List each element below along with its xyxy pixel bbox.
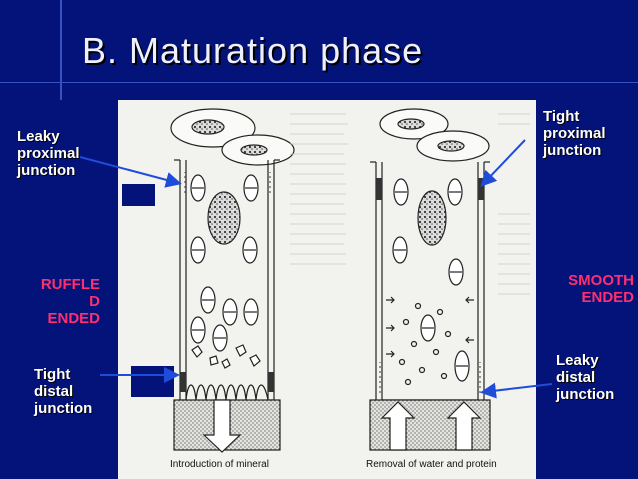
water-up-arrow-left (380, 401, 416, 451)
left-caption: Introduction of mineral (170, 459, 269, 470)
label-smooth-ended: SMOOTH ENDED (568, 272, 634, 306)
scan-texture (290, 113, 530, 295)
ruffled-border (185, 384, 269, 401)
label-leaky-proximal-junction: Leaky proximal junction (17, 128, 80, 179)
capillary-nucleus-left-1 (191, 119, 225, 135)
figure-svg: Introduction of mineral (170, 108, 530, 470)
left-tight-distal-junction (180, 372, 186, 392)
label-tight-distal-junction: Tight distal junction (34, 366, 93, 417)
right-cell (369, 108, 491, 451)
right-leaky-distal-junction (376, 362, 382, 394)
label-tight-proximal-junction: Tight proximal junction (543, 108, 606, 159)
right-caption: Removal of water and protein (366, 459, 497, 470)
left-nucleus (207, 191, 241, 245)
capillary-nucleus-left-2 (240, 144, 268, 156)
left-leaky-proximal-junction (180, 172, 186, 196)
slide-title: B. Maturation phase (82, 30, 424, 71)
right-nucleus (417, 190, 447, 246)
label-ruffle-ended: RUFFLE D ENDED (40, 276, 100, 327)
decor-vertical-line (60, 0, 62, 100)
marker-block-proximal (122, 184, 155, 206)
left-cell (170, 108, 295, 453)
right-tight-proximal-junction (376, 178, 382, 200)
mineral-down-arrow (202, 399, 242, 453)
water-up-arrow-right (446, 401, 482, 451)
marker-block-distal (131, 366, 174, 397)
label-leaky-distal-junction: Leaky distal junction (556, 352, 615, 403)
ameloblast-figure: Introduction of mineral (118, 100, 536, 479)
decor-horizontal-line (0, 82, 638, 83)
